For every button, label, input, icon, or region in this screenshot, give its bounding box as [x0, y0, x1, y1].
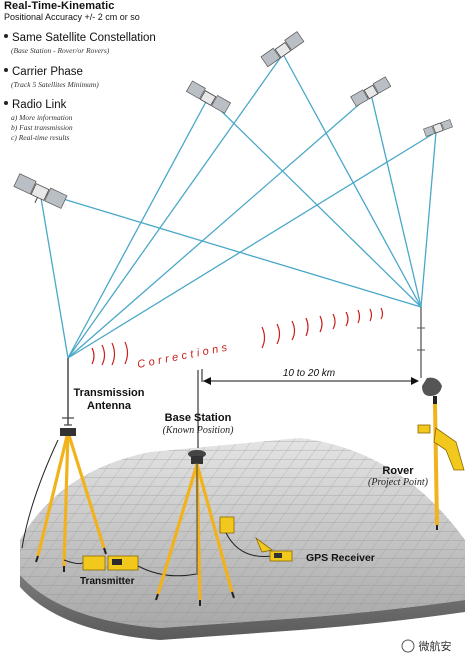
distance-arrow: [197, 369, 419, 448]
base-station-tripod: [155, 450, 235, 606]
label-line: Transmission: [73, 387, 145, 399]
feature-note: c) Real-time results: [11, 133, 70, 142]
rover-pole: [417, 307, 465, 530]
label-line: Antenna: [87, 400, 131, 412]
bullet-icon: [4, 100, 8, 105]
base-station-sublabel: (Known Position): [162, 425, 234, 436]
feature-note: (Track 5 Satellites Minimum): [11, 80, 99, 89]
satellite-icon: [423, 119, 453, 137]
satellite-icon: [260, 31, 305, 68]
watermark-logo-icon: [401, 639, 415, 653]
feature-item-constellation: Same Satellite Constellation: [4, 32, 156, 44]
signal-line: [282, 53, 422, 308]
feature-note: a) More information: [11, 113, 73, 122]
page-title: Real-Time-Kinematic: [4, 0, 115, 12]
transmission-antenna-label: Transmission Antenna: [64, 387, 154, 413]
feature-label: Same Satellite Constellation: [12, 32, 156, 44]
satellite-icon: [185, 80, 232, 114]
transmitter-device: [63, 555, 197, 577]
distance-label: 10 to 20 km: [283, 368, 335, 379]
ground-terrain: [20, 438, 465, 640]
rover-label: Rover: [382, 465, 414, 477]
gps-receiver-device: [219, 516, 293, 562]
feature-label: Radio Link: [12, 99, 67, 111]
corrections-radio-waves: [91, 307, 384, 366]
gps-receiver-label: GPS Receiver: [306, 552, 375, 564]
watermark-label: 微航安: [419, 639, 452, 653]
signal-line: [39, 191, 69, 359]
signal-line: [67, 131, 437, 359]
transmission-antenna: [21, 358, 107, 572]
satellite-icon: [13, 173, 68, 209]
feature-item-radio-link: Radio Link: [4, 99, 66, 111]
signal-line: [39, 191, 422, 308]
signal-line: [67, 93, 372, 359]
feature-item-carrier-phase: Carrier Phase: [4, 66, 83, 78]
satellite-signal-lines: [39, 53, 437, 359]
signal-line: [67, 97, 209, 359]
corrections-label: Corrections: [136, 341, 231, 371]
signal-line: [370, 93, 422, 308]
feature-note: (Base Station - Rover/or Rovers): [11, 46, 110, 55]
signal-line: [207, 97, 422, 308]
transmitter-label: Transmitter: [80, 576, 135, 587]
feature-note: b) Fast transmission: [11, 123, 73, 132]
signal-line: [67, 53, 284, 359]
base-station-label: Base Station: [164, 412, 232, 424]
satellite-icon: [350, 76, 392, 107]
bullet-icon: [4, 33, 8, 38]
feature-label: Carrier Phase: [12, 66, 83, 78]
signal-line: [420, 131, 437, 308]
bullet-icon: [4, 67, 8, 72]
page-subtitle: Positional Accuracy +/- 2 cm or so: [4, 12, 140, 22]
rover-sublabel: (Project Point): [368, 477, 428, 488]
